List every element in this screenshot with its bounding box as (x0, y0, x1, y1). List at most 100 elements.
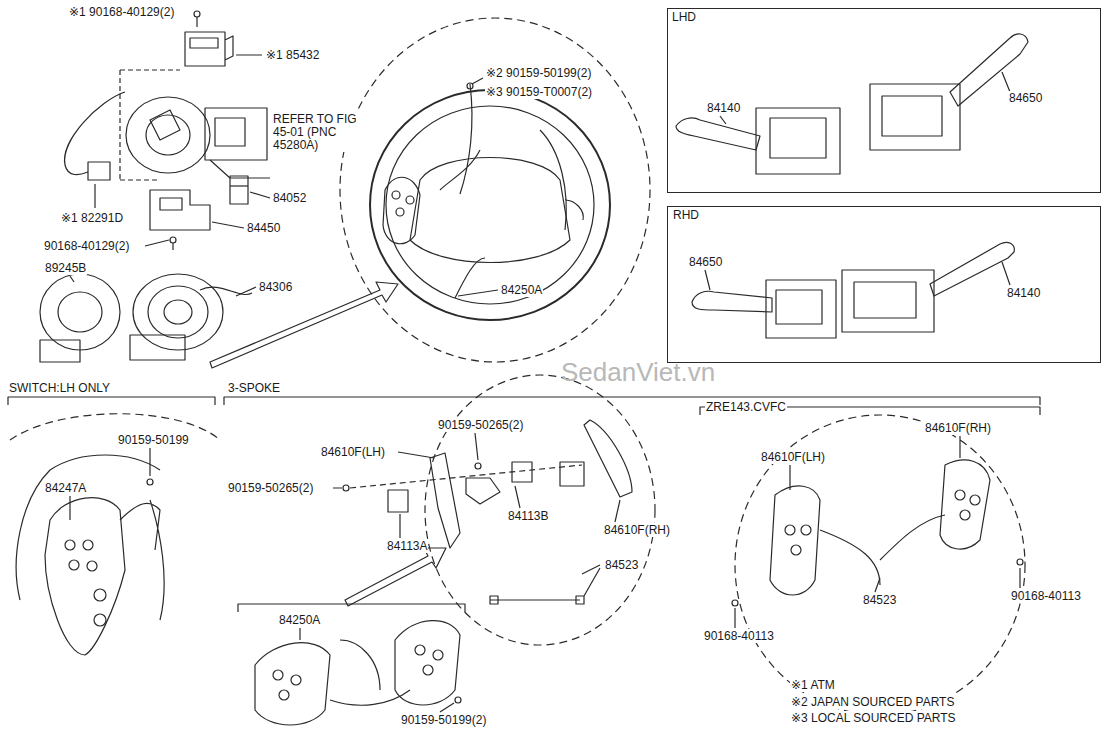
combination-switch-illustration (172, 243, 173, 250)
footnote: ※3 LOCAL SOURCED PARTS (790, 711, 957, 725)
switch-lh-illustration (120, 500, 164, 620)
part-number: 84523 (604, 558, 639, 572)
paddle-shift-illustration (333, 375, 655, 645)
combination-switch-illustration (230, 176, 248, 204)
fastener-number: 90159-50265(2) (227, 481, 314, 495)
switch-panel-illustration (433, 650, 443, 660)
steering-wheel-top (396, 208, 404, 216)
part-number: 84610F(RH) (924, 421, 992, 435)
steering-wheel-top (410, 158, 570, 263)
combination-switch-illustration (185, 32, 233, 66)
switch-lh-illustration (10, 414, 220, 655)
combination-switch-illustration (40, 274, 120, 350)
switch-panel-illustration (455, 697, 461, 703)
zre143-switch-illustration (820, 515, 945, 585)
combination-switch-illustration (194, 11, 200, 17)
group-bracket (8, 397, 1040, 612)
rhd-switch-illustration (766, 280, 836, 338)
switch-panel-illustration (279, 690, 289, 700)
combination-switch-illustration (196, 17, 197, 27)
steering-wheel-top (392, 191, 400, 199)
zre143-switch-illustration (801, 525, 811, 535)
footnote: ※1 ATM (790, 678, 836, 692)
part-number: 84052 (272, 191, 307, 205)
lhd-switch-illustration (676, 34, 1028, 174)
fastener-number: 90168-40129(2) (43, 239, 130, 253)
leader-line (70, 55, 270, 296)
steering-wheel-top (406, 196, 414, 204)
combination-switch-illustration (200, 287, 252, 294)
switch-panel-illustration (291, 675, 301, 685)
part-number: 84140 (1006, 286, 1041, 300)
combination-switch-illustration (170, 237, 176, 243)
combination-switch-illustration (146, 115, 190, 155)
combination-switch-illustration (205, 108, 267, 160)
steering-wheel-top (340, 18, 650, 362)
steering-wheel-top (440, 84, 480, 194)
variant-panel: RHD 84650 84140 (667, 206, 1101, 363)
zre143-switch-illustration (791, 545, 801, 555)
switch-lh-illustration (94, 589, 106, 601)
group-bracket (238, 604, 465, 612)
group-heading: ZRE143.CVFC (705, 400, 787, 414)
combination-switch-illustration (148, 286, 208, 338)
part-number: 84140 (706, 101, 741, 115)
combination-switch-illustration (210, 160, 270, 178)
variant-panel: LHD 84140 84650 (667, 8, 1101, 193)
watermark: SedanViet.vn (560, 357, 716, 387)
paddle-shift-illustration (350, 465, 582, 488)
combination-switch-illustration (40, 11, 270, 362)
lhd-switch-illustration (676, 118, 760, 150)
leader-line (458, 78, 498, 296)
part-number: 84306 (258, 280, 293, 294)
switch-lh-illustration (65, 540, 75, 550)
zre143-switch-illustration (732, 415, 1025, 715)
switch-lh-illustration (94, 614, 106, 626)
group-bracket (224, 397, 1040, 405)
region-heading: LHD (671, 10, 697, 24)
reference-note: REFER TO FIG 45-01 (PNC 45280A) (272, 113, 366, 152)
steering-wheel-top (386, 106, 594, 304)
combination-switch-illustration (40, 340, 80, 362)
part-number: 84650 (1008, 91, 1043, 105)
part-number: ※1 82291D (60, 211, 124, 225)
direction-arrow (345, 548, 446, 606)
combination-switch-illustration (150, 110, 180, 140)
paddle-shift-illustration (475, 463, 481, 469)
steering-wheel-top (455, 258, 485, 298)
paddle-shift-illustration (490, 596, 584, 604)
fastener-number: ※3 90159-T0007(2) (485, 85, 593, 99)
steering-wheel-top (383, 177, 420, 243)
footnote: ※2 JAPAN SOURCED PARTS (790, 695, 955, 709)
switch-lh-illustration (69, 560, 79, 570)
combination-switch-illustration (88, 162, 110, 180)
switch-lh-illustration (147, 479, 153, 485)
combination-switch-illustration (126, 97, 210, 173)
switch-lh-illustration (16, 455, 160, 600)
paddle-shift-illustration (425, 375, 655, 645)
part-number: 84610F(RH) (603, 523, 671, 537)
paddle-shift-illustration (343, 485, 349, 491)
paddle-shift-illustration (584, 420, 632, 497)
zre143-switch-illustration (960, 510, 970, 520)
rhd-switch-illustration (930, 242, 1014, 296)
zre143-switch-illustration (970, 495, 980, 505)
fastener-number: 90159-50265(2) (437, 418, 524, 432)
direction-arrow (210, 282, 446, 606)
part-number: 84650 (688, 255, 723, 269)
switch-panel-illustration (255, 621, 461, 725)
region-heading: RHD (672, 208, 700, 222)
steering-wheel-top (467, 83, 473, 89)
combination-switch-illustration (133, 274, 223, 350)
leader-line (70, 55, 498, 296)
switch-panel-illustration (273, 670, 283, 680)
lhd-switch-illustration (870, 84, 960, 150)
fastener-number: ※1 90168-40129(2) (68, 5, 175, 19)
combination-switch-illustration (230, 185, 248, 186)
fastener-number: 90168-40113 (1010, 589, 1082, 603)
lhd-switch-illustration (720, 72, 1010, 124)
part-number: 84113A (386, 539, 428, 553)
zre143-switch-illustration (940, 460, 990, 549)
